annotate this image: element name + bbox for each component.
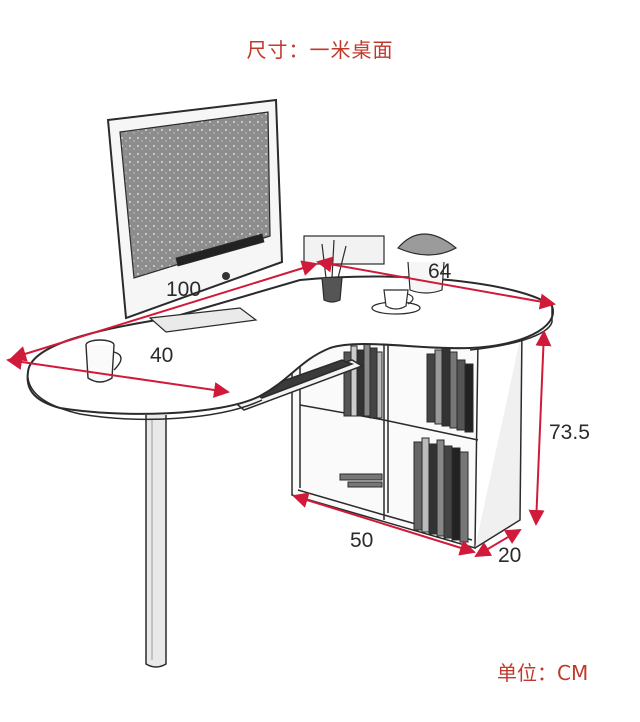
table-leg [145, 415, 167, 668]
arrow-width-50 [292, 492, 476, 556]
label-width-50: 50 [350, 529, 373, 552]
diagram-title: 尺寸：一米桌面 [246, 38, 394, 62]
arrow-height-73 [528, 330, 552, 526]
books-bottom-right [413, 437, 469, 543]
label-depth-40: 40 [150, 344, 173, 367]
arrow-length-100 [10, 260, 318, 362]
bookcase-cabinet [291, 329, 523, 549]
label-length-100: 100 [166, 278, 201, 301]
arrow-depth-40 [6, 354, 230, 398]
keyboard-tray [230, 359, 364, 411]
books-top-left [343, 343, 383, 419]
dimension-arrows [6, 256, 556, 558]
label-return-64: 64 [428, 260, 452, 283]
label-height-73-5: 73.5 [549, 421, 590, 444]
arrow-return-64 [316, 256, 556, 310]
cables-bottom-left [339, 473, 383, 488]
unit-label: 单位：CM [497, 661, 589, 685]
arrow-depth-20 [474, 528, 522, 558]
label-depth-20: 20 [498, 544, 521, 567]
